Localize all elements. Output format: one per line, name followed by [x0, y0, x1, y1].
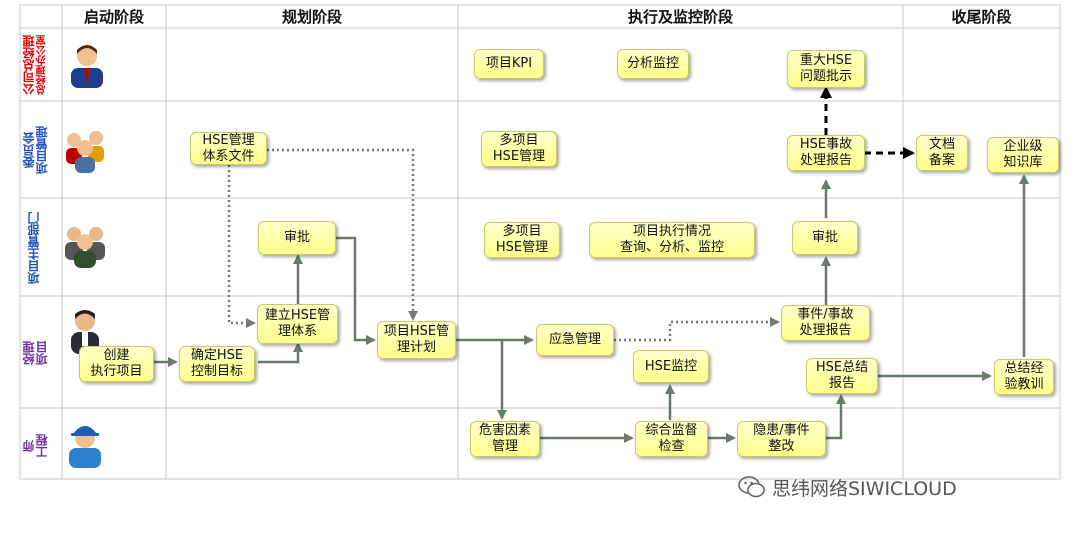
- role-project-manager: 经理 项目: [22, 318, 57, 388]
- role-committee-line2: 委员会: [22, 132, 36, 168]
- node-comprehensive-inspection[interactable]: 综合监督 检查: [635, 421, 708, 457]
- node-document-archive[interactable]: 文档 备案: [916, 135, 968, 171]
- phase-closing: 收尾阶段: [951, 8, 1012, 26]
- node-approve-planning[interactable]: 审批: [258, 221, 336, 255]
- phase-initiation: 启动阶段: [83, 8, 144, 26]
- solid-connectors: [154, 174, 1029, 443]
- role-general-manager-line2: 公司总经理: [22, 35, 36, 95]
- node-multi-project-hse-2[interactable]: 多项目 HSE管理: [484, 222, 560, 258]
- role-engineer: 师 工程: [22, 418, 57, 474]
- dotted-connectors: [227, 148, 780, 342]
- node-emergency-management[interactable]: 应急管理: [536, 324, 614, 356]
- engineer-avatar-icon: [69, 426, 101, 468]
- node-hse-monitoring[interactable]: HSE监控: [633, 350, 709, 383]
- edge-target-to-build: [258, 342, 303, 364]
- node-major-hse-instruction[interactable]: 重大HSE 问题批示: [787, 50, 865, 88]
- role-committee: 委员会 项目管理: [22, 106, 57, 194]
- edge-doc-to-plan: [267, 148, 418, 321]
- wechat-icon: [738, 476, 765, 498]
- department-avatar-icon: [65, 227, 105, 268]
- node-multi-project-hse-1[interactable]: 多项目 HSE管理: [481, 131, 557, 167]
- node-analysis-monitoring[interactable]: 分析监控: [617, 49, 689, 79]
- node-approve-execution[interactable]: 审批: [792, 221, 858, 255]
- watermark: 思纬网络SIWICLOUD: [738, 472, 957, 502]
- role-general-manager-line1: 总经理办公室: [37, 35, 48, 95]
- role-department: 项目主管部门: [27, 204, 52, 292]
- node-project-kpi[interactable]: 项目KPI: [474, 49, 544, 79]
- node-hse-summary-report[interactable]: HSE总结 报告: [806, 358, 878, 394]
- edge-approve-to-plan: [336, 236, 376, 345]
- phase-execution-monitoring: 执行及监控阶段: [627, 8, 733, 26]
- node-project-hse-plan[interactable]: 项目HSE管 理计划: [377, 321, 456, 359]
- role-general-manager: 公司总经理 总经理办公室: [22, 32, 57, 98]
- node-enterprise-knowledge-base[interactable]: 企业级 知识库: [987, 137, 1059, 173]
- role-project-manager-line2: 经理: [22, 341, 36, 365]
- role-department-line1: 项目主管部门: [27, 212, 41, 284]
- grid: [19, 4, 1061, 480]
- executive-avatar-icon: [71, 45, 103, 88]
- role-committee-line1: 项目管理: [35, 126, 49, 174]
- node-create-project[interactable]: 创建 执行项目: [79, 346, 154, 382]
- node-hazard-rectification[interactable]: 隐患/事件 整改: [737, 421, 826, 457]
- node-lessons-learned[interactable]: 总结经 验教训: [994, 359, 1054, 395]
- dashed-connectors: [820, 86, 915, 159]
- role-project-manager-line1: 项目: [35, 341, 49, 365]
- watermark-text: 思纬网络SIWICLOUD: [772, 477, 957, 500]
- node-project-execution-status[interactable]: 项目执行情况 查询、分析、监控: [589, 222, 755, 258]
- node-build-hse-system[interactable]: 建立HSE管 理体系: [257, 304, 338, 344]
- node-event-accident-report[interactable]: 事件/事故 处理报告: [781, 305, 870, 341]
- node-hse-control-target[interactable]: 确定HSE 控制目标: [179, 346, 255, 382]
- node-hse-accident-report[interactable]: HSE事故 处理报告: [787, 135, 865, 171]
- edge-doc-to-build: [227, 165, 256, 328]
- node-hazard-management[interactable]: 危害因素 管理: [470, 421, 540, 457]
- edge-rectify-to-summary: [826, 394, 846, 440]
- role-engineer-line1: 工程: [35, 434, 49, 458]
- committee-avatar-icon: [66, 131, 104, 173]
- edge-emergency-to-event: [614, 317, 780, 342]
- node-hse-system-documents[interactable]: HSE管理 体系文件: [190, 132, 267, 165]
- phase-planning: 规划阶段: [281, 8, 342, 26]
- role-engineer-line2: 师: [22, 440, 36, 452]
